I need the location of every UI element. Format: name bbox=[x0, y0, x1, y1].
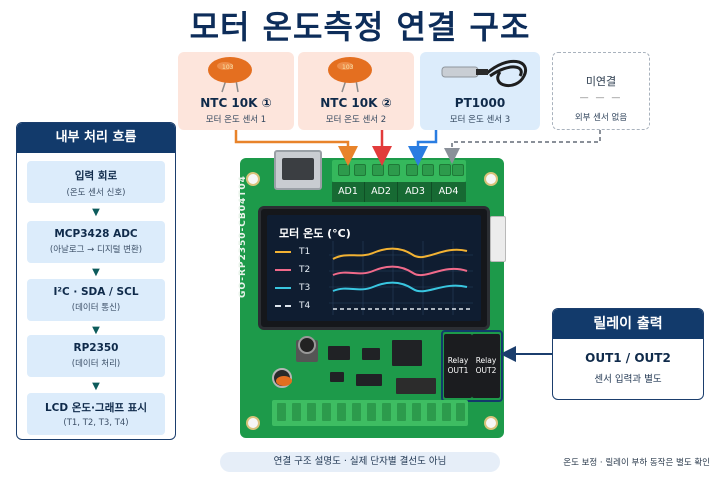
lcd-graph bbox=[329, 241, 473, 315]
flow-step-lcd: LCD 온도·그래프 표시 (T1, T2, T3, T4) bbox=[27, 393, 165, 435]
electrolytic-capacitor bbox=[298, 336, 316, 354]
input-label-ad1: AD1 bbox=[332, 182, 365, 202]
sensor-name: PT1000 bbox=[454, 96, 506, 110]
flow-step-title: RP2350 bbox=[73, 342, 119, 354]
sensor-card-ntc1: 103 NTC 10K ① 모터 온도 센서 1 bbox=[178, 52, 294, 130]
input-label-ad2: AD2 bbox=[365, 182, 398, 202]
ceramic-capacitor-icon bbox=[328, 57, 372, 93]
legend-t1: T1 bbox=[275, 247, 310, 257]
sensor-desc: 모터 온도 센서 1 bbox=[205, 115, 267, 125]
flow-step-mcu: RP2350 (데이터 처리) bbox=[27, 335, 165, 377]
ic-chip bbox=[362, 348, 380, 360]
input-label-ad4: AD4 bbox=[438, 186, 459, 197]
trace-t2 bbox=[332, 265, 468, 277]
flow-header: 내부 처리 흐름 bbox=[17, 123, 175, 153]
input-label-bar: AD1 AD2 AD3 AD4 bbox=[332, 182, 466, 202]
page-title: 모터 온도측정 연결 구조 bbox=[189, 8, 531, 46]
mounting-hole bbox=[484, 416, 498, 430]
bottom-note: 연결 구조 설명도 · 실제 단자별 결선도 아님 bbox=[220, 452, 500, 472]
flow-step-desc: (T1, T2, T3, T4) bbox=[63, 418, 129, 428]
sensor-desc: 외부 센서 없음 bbox=[574, 113, 628, 123]
output-terminal-block bbox=[272, 400, 468, 426]
arrow-ad4 bbox=[444, 130, 601, 164]
sensor-name: NTC 10K ① bbox=[200, 96, 272, 110]
legend-t2: T2 bbox=[275, 265, 310, 275]
flow-step-title: LCD 온도·그래프 표시 bbox=[44, 402, 148, 414]
relay-outputs: OUT1 / OUT2 bbox=[585, 351, 671, 365]
sensor-card-unconnected: 미연결 — — — 외부 센서 없음 bbox=[552, 52, 650, 130]
pt1000-probe-icon bbox=[441, 59, 528, 87]
sensor-card-pt1000: PT1000 모터 온도 센서 3 bbox=[420, 52, 540, 130]
internal-flow-panel: 내부 처리 흐름 입력 회로 (온도 센서 신호) ▼ MCP3428 ADC … bbox=[16, 122, 176, 440]
capacitor-marking: 103 bbox=[222, 64, 234, 71]
flow-step-title: MCP3428 ADC bbox=[54, 228, 138, 240]
ceramic-capacitor-icon bbox=[208, 57, 252, 93]
sensor-card-ntc2: 103 NTC 10K ② 모터 온도 센서 2 bbox=[298, 52, 414, 130]
relay-output-panel: 릴레이 출력 OUT1 / OUT2 센서 입력과 별도 bbox=[552, 308, 704, 400]
arrow-ad1 bbox=[234, 130, 358, 166]
input-label-ad3: AD3 bbox=[399, 182, 432, 202]
footnote: 온도 보정 · 릴레이 부하 동작은 별도 확인 bbox=[563, 458, 710, 468]
sensor-placeholder-dash: — — — bbox=[579, 93, 623, 103]
lcd-display: 모터 온도 (°C) T1 T2 T3 T4 bbox=[258, 206, 490, 330]
arrow-down-icon: ▼ bbox=[92, 267, 100, 278]
input-terminal-block bbox=[332, 160, 466, 182]
capacitor-marking: 103 bbox=[342, 64, 354, 71]
mounting-hole bbox=[246, 416, 260, 430]
trace-t1 bbox=[332, 247, 468, 260]
rj45-connector bbox=[274, 150, 322, 190]
arrow-down-icon: ▼ bbox=[92, 381, 100, 392]
flow-step-title: 입력 회로 bbox=[74, 170, 118, 182]
ceramic-capacitor bbox=[276, 376, 292, 386]
arrow-down-icon: ▼ bbox=[92, 325, 100, 336]
flow-step-desc: (온도 센서 신호) bbox=[66, 188, 126, 198]
flow-step-adc: MCP3428 ADC (아날로그 → 디지털 변환) bbox=[27, 221, 165, 263]
ic-chip bbox=[330, 372, 344, 382]
arrow-down-icon: ▼ bbox=[92, 207, 100, 218]
sensor-desc: 모터 온도 센서 3 bbox=[449, 115, 511, 125]
relay-note: 센서 입력과 별도 bbox=[594, 374, 662, 385]
pin-header bbox=[396, 378, 436, 394]
mcu-chip bbox=[392, 340, 422, 366]
side-connector bbox=[490, 216, 506, 262]
flow-step-i2c: I²C · SDA / SCL (데이터 통신) bbox=[27, 279, 165, 321]
ic-chip bbox=[328, 346, 350, 360]
flow-step-input: 입력 회로 (온도 센서 신호) bbox=[27, 161, 165, 203]
sensor-name: 미연결 bbox=[585, 75, 617, 88]
mounting-hole bbox=[484, 172, 498, 186]
flow-step-title: I²C · SDA / SCL bbox=[53, 286, 139, 298]
lcd-title: 모터 온도 (°C) bbox=[279, 227, 351, 240]
flow-step-desc: (아날로그 → 디지털 변환) bbox=[49, 245, 143, 255]
trace-t3 bbox=[332, 281, 468, 293]
mounting-hole bbox=[246, 172, 260, 186]
flow-step-desc: (데이터 통신) bbox=[71, 303, 121, 313]
legend-t3: T3 bbox=[275, 283, 310, 293]
sensor-name: NTC 10K ② bbox=[320, 96, 392, 110]
ic-chip bbox=[356, 374, 382, 386]
flow-step-desc: (데이터 처리) bbox=[71, 359, 121, 369]
arrow-ad3 bbox=[408, 130, 438, 166]
legend-t4: T4 bbox=[275, 301, 310, 311]
relay-panel-header: 릴레이 출력 bbox=[553, 309, 703, 339]
sensor-desc: 모터 온도 센서 2 bbox=[325, 115, 387, 125]
relay-highlight-box bbox=[441, 330, 503, 402]
